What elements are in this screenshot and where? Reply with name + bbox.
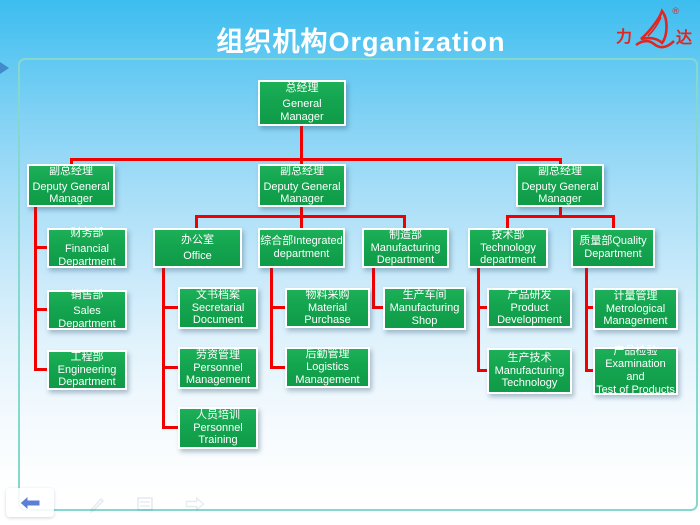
connector-line — [300, 207, 303, 218]
connector-line — [559, 207, 562, 218]
lida-logo: 力 ® 达 — [616, 6, 692, 56]
connector-line — [70, 158, 562, 161]
connector-line — [612, 215, 615, 228]
connector-line — [34, 246, 50, 249]
connector-line — [34, 368, 50, 371]
registered-trademark: ® — [672, 6, 679, 16]
arrow-left-icon — [19, 494, 41, 511]
connector-line — [162, 306, 178, 309]
connector-line — [477, 306, 487, 309]
slide-content-frame — [18, 58, 698, 511]
connector-line — [585, 369, 593, 372]
connector-line — [162, 268, 165, 429]
logo-right-char: 达 — [675, 30, 692, 47]
connector-line — [270, 366, 285, 369]
sail-logo-icon — [635, 8, 675, 49]
slide-edge-marker — [0, 62, 9, 74]
slideshow-back-button[interactable] — [6, 488, 54, 517]
menu-icon — [137, 497, 153, 511]
pen-icon — [89, 497, 105, 514]
connector-line — [300, 158, 303, 167]
connector-line — [559, 158, 562, 167]
connector-line — [195, 215, 198, 228]
slideshow-forward-button[interactable] — [184, 495, 206, 518]
connector-line — [477, 268, 480, 372]
connector-line — [34, 207, 37, 371]
connector-line — [372, 268, 375, 309]
connector-line — [585, 306, 593, 309]
connector-line — [162, 366, 178, 369]
connector-line — [403, 215, 406, 228]
connector-line — [300, 126, 303, 161]
connector-line — [34, 308, 50, 311]
connector-line — [477, 369, 487, 372]
connector-line — [585, 268, 588, 372]
logo-left-char: 力 — [616, 29, 633, 46]
arrow-right-icon — [185, 496, 205, 512]
slideshow-menu-button[interactable] — [136, 495, 154, 518]
connector-line — [270, 268, 273, 369]
connector-line — [300, 215, 303, 228]
connector-line — [506, 215, 509, 228]
connector-line — [506, 215, 615, 218]
connector-line — [70, 158, 73, 167]
slideshow-pen-button[interactable] — [88, 495, 106, 518]
connector-line — [372, 306, 383, 309]
connector-line — [270, 306, 285, 309]
slide-title: 组织机构Organization — [216, 27, 506, 57]
connector-line — [162, 426, 178, 429]
